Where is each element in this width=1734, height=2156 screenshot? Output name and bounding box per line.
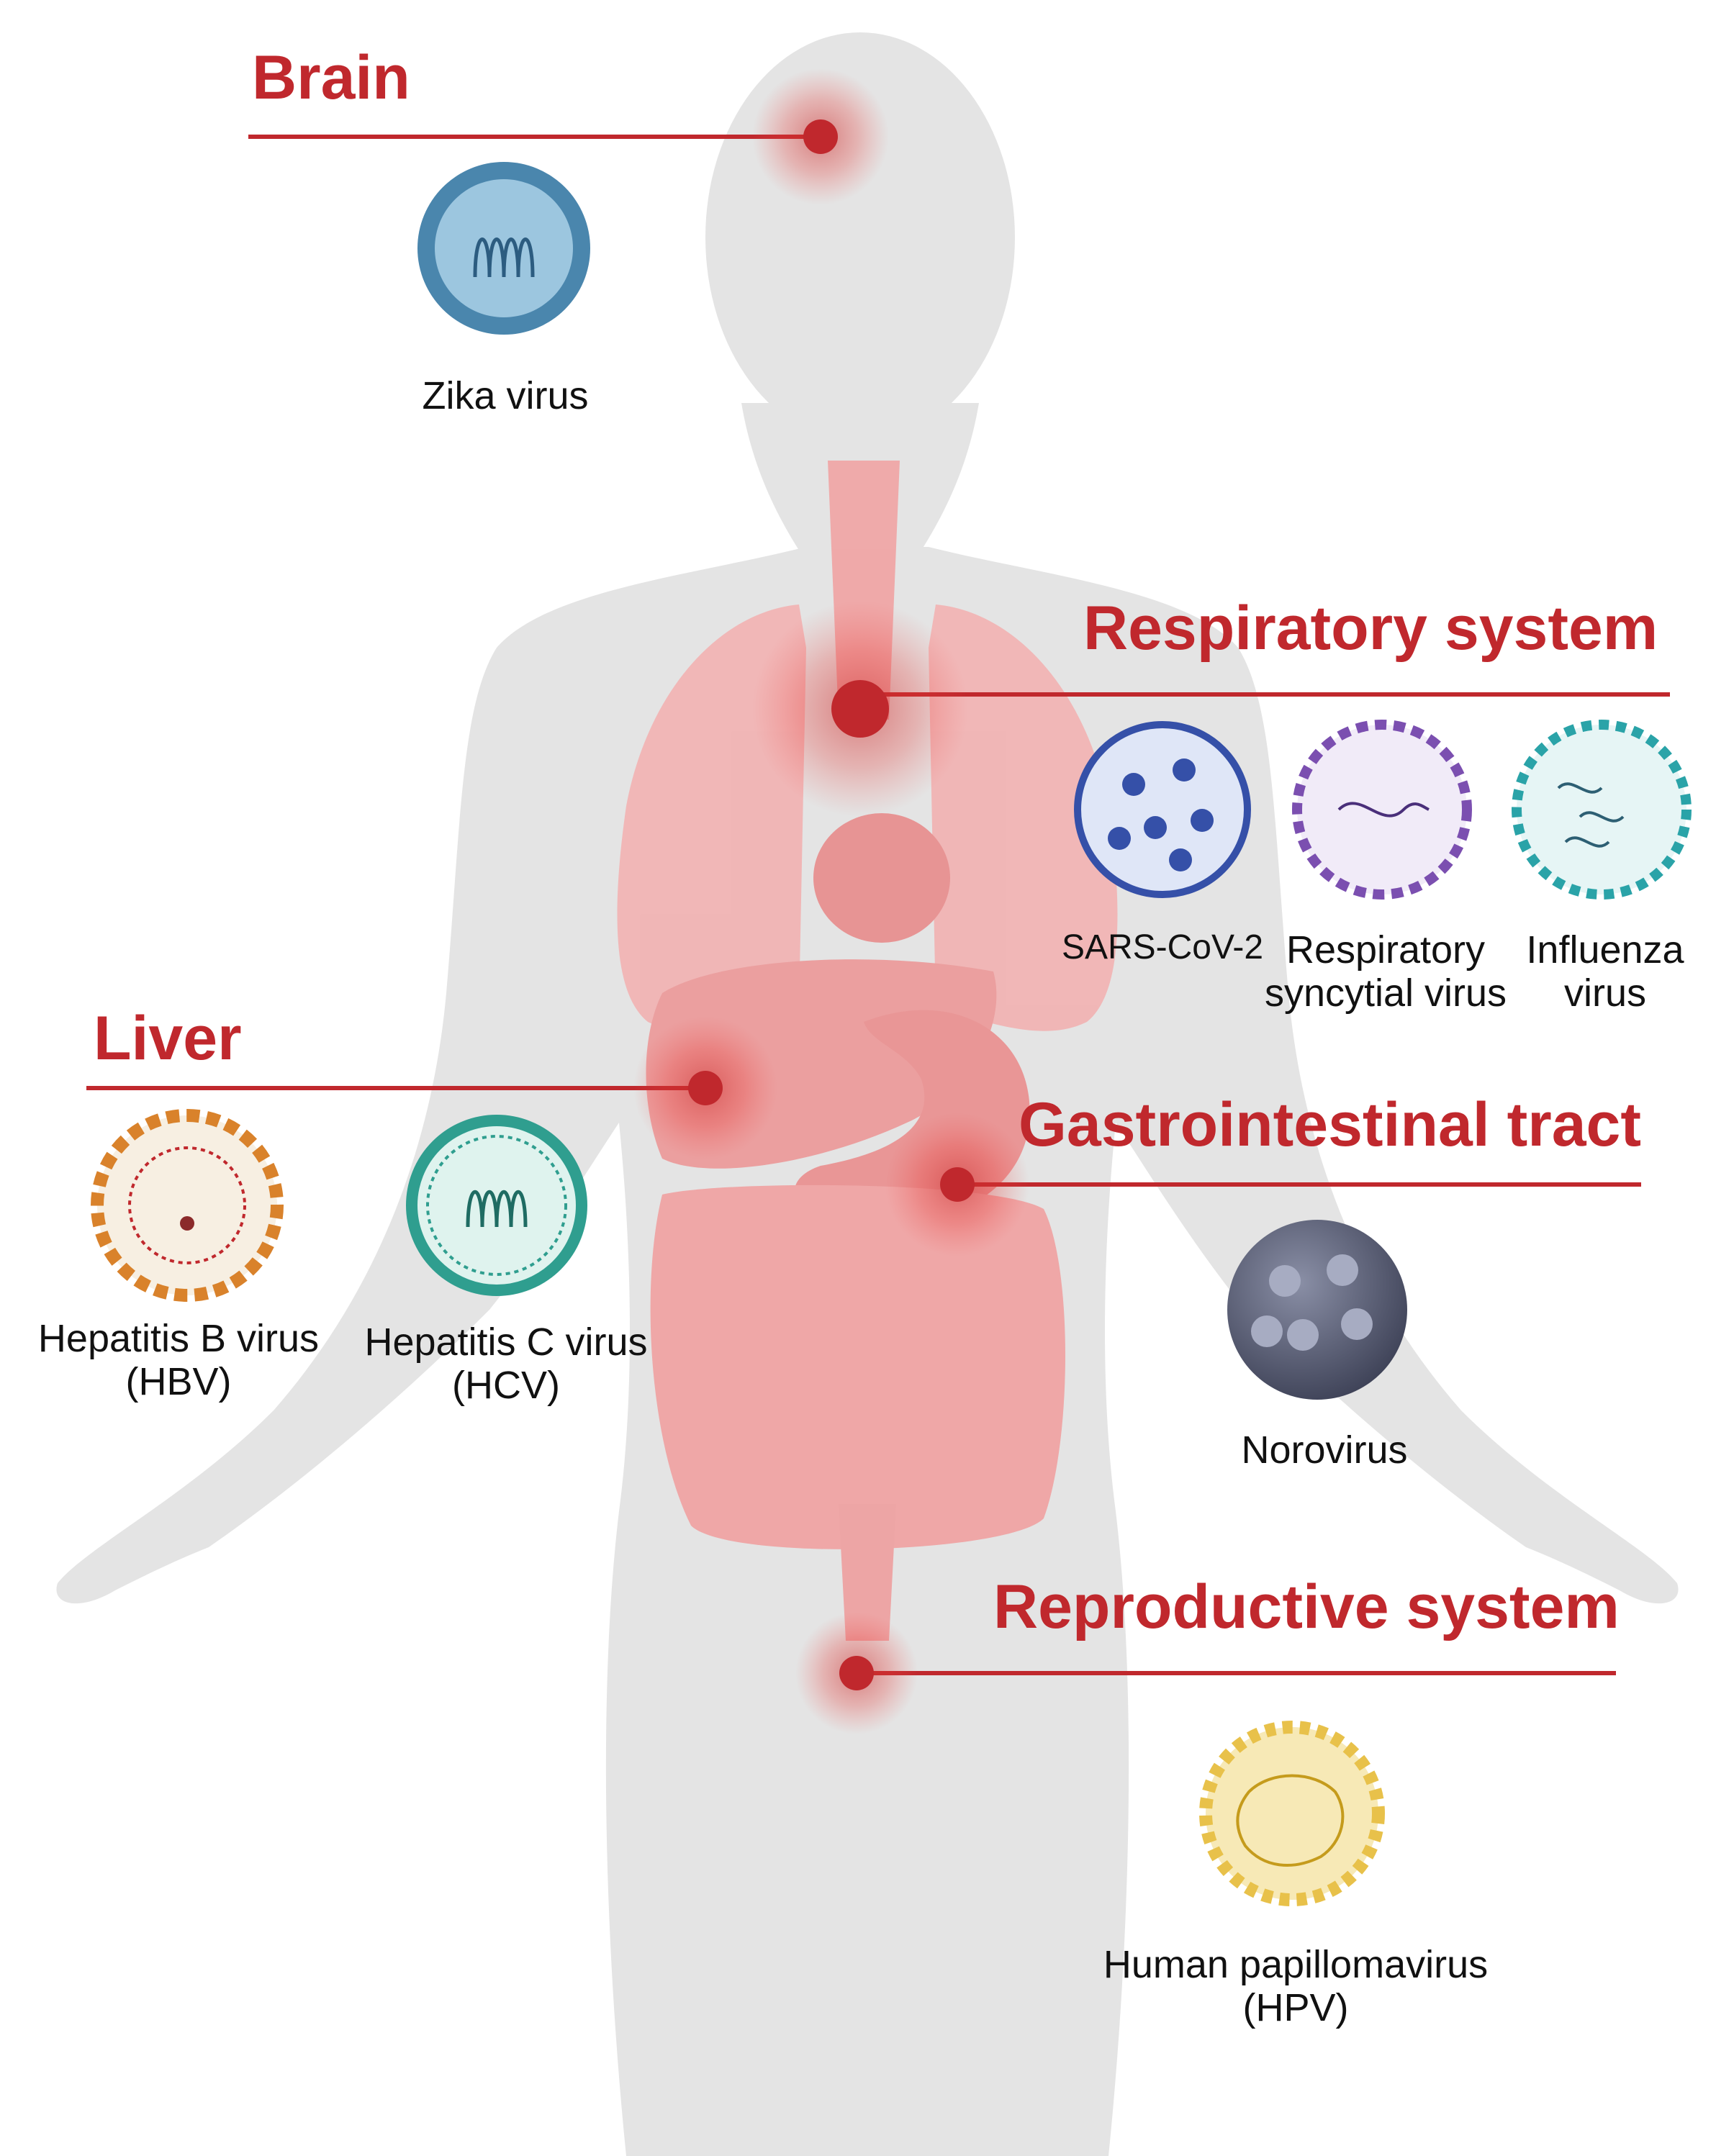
liver-hotspot: [633, 1016, 777, 1160]
gastrointestinal-tract-heading: Gastrointestinal tract: [1019, 1090, 1641, 1159]
norovirus-label-line-1: Norovirus: [1241, 1428, 1408, 1472]
zika-virus-label-line-1: Zika virus: [422, 374, 589, 417]
hepatitis-c-virus-icon: [406, 1115, 587, 1296]
reproductive-hotspot: [795, 1612, 918, 1734]
hepatitis-b-virus-icon: [91, 1109, 284, 1302]
intestines-shape: [650, 1185, 1065, 1549]
hepatitis-c-virus-label-line-1: Hepatitis C virus: [364, 1321, 648, 1364]
hepatitis-b-virus-label-line-2: (HBV): [125, 1360, 232, 1404]
sars-cov-2-icon: [1074, 721, 1251, 898]
connector-lines: [86, 135, 1670, 1675]
rsv-label: Respiratory syncytial virus: [1265, 928, 1507, 1015]
reproductive-system-heading: Reproductive system: [993, 1572, 1620, 1641]
human-papillomavirus-icon: [1199, 1721, 1385, 1906]
rsv-icon: [1292, 720, 1472, 900]
hepatitis-c-virus-label: Hepatitis C virus (HCV): [364, 1321, 647, 1408]
human-papillomavirus-label: Human papillomavirus (HPV): [1103, 1943, 1488, 2030]
heart-shape: [813, 813, 950, 943]
hepatitis-b-virus-label-line-1: Hepatitis B virus: [37, 1317, 320, 1360]
respiratory-system-heading: Respiratory system: [1083, 594, 1658, 663]
hepatitis-b-virus-label: Hepatitis B virus (HBV): [38, 1317, 319, 1404]
human-papillomavirus-label-line-2: (HPV): [1242, 1986, 1349, 2030]
brain-heading: Brain: [252, 43, 410, 112]
influenza-virus-label-line-2: virus: [1563, 971, 1647, 1015]
hotspots: [633, 68, 1029, 1734]
human-papillomavirus-label-line-1: Human papillomavirus: [1103, 1943, 1489, 1986]
norovirus-icon: [1227, 1220, 1407, 1400]
lungs-shape: [617, 604, 1118, 1031]
liver-heading: Liver: [94, 1004, 242, 1073]
rsv-label-line-2: syncytial virus: [1264, 971, 1507, 1015]
gastrointestinal-hotspot: [885, 1113, 1029, 1256]
rectum-shape: [839, 1504, 896, 1641]
influenza-virus-label-line-1: Influenza: [1526, 928, 1684, 971]
sars-cov-2-label: SARS-CoV-2: [1062, 928, 1263, 967]
hepatitis-c-virus-label-line-2: (HCV): [452, 1364, 560, 1408]
influenza-virus-icon: [1512, 720, 1692, 900]
rsv-label-line-1: Respiratory: [1286, 928, 1486, 971]
zika-virus-label: Zika virus: [422, 374, 588, 417]
sars-cov-2-label-line-1: SARS-CoV-2: [1061, 928, 1264, 966]
respiratory-hotspot: [752, 601, 968, 817]
zika-virus-icon: [417, 162, 590, 335]
brain-hotspot: [752, 68, 889, 205]
influenza-virus-label: Influenza virus: [1526, 928, 1684, 1015]
norovirus-label: Norovirus: [1241, 1428, 1407, 1472]
